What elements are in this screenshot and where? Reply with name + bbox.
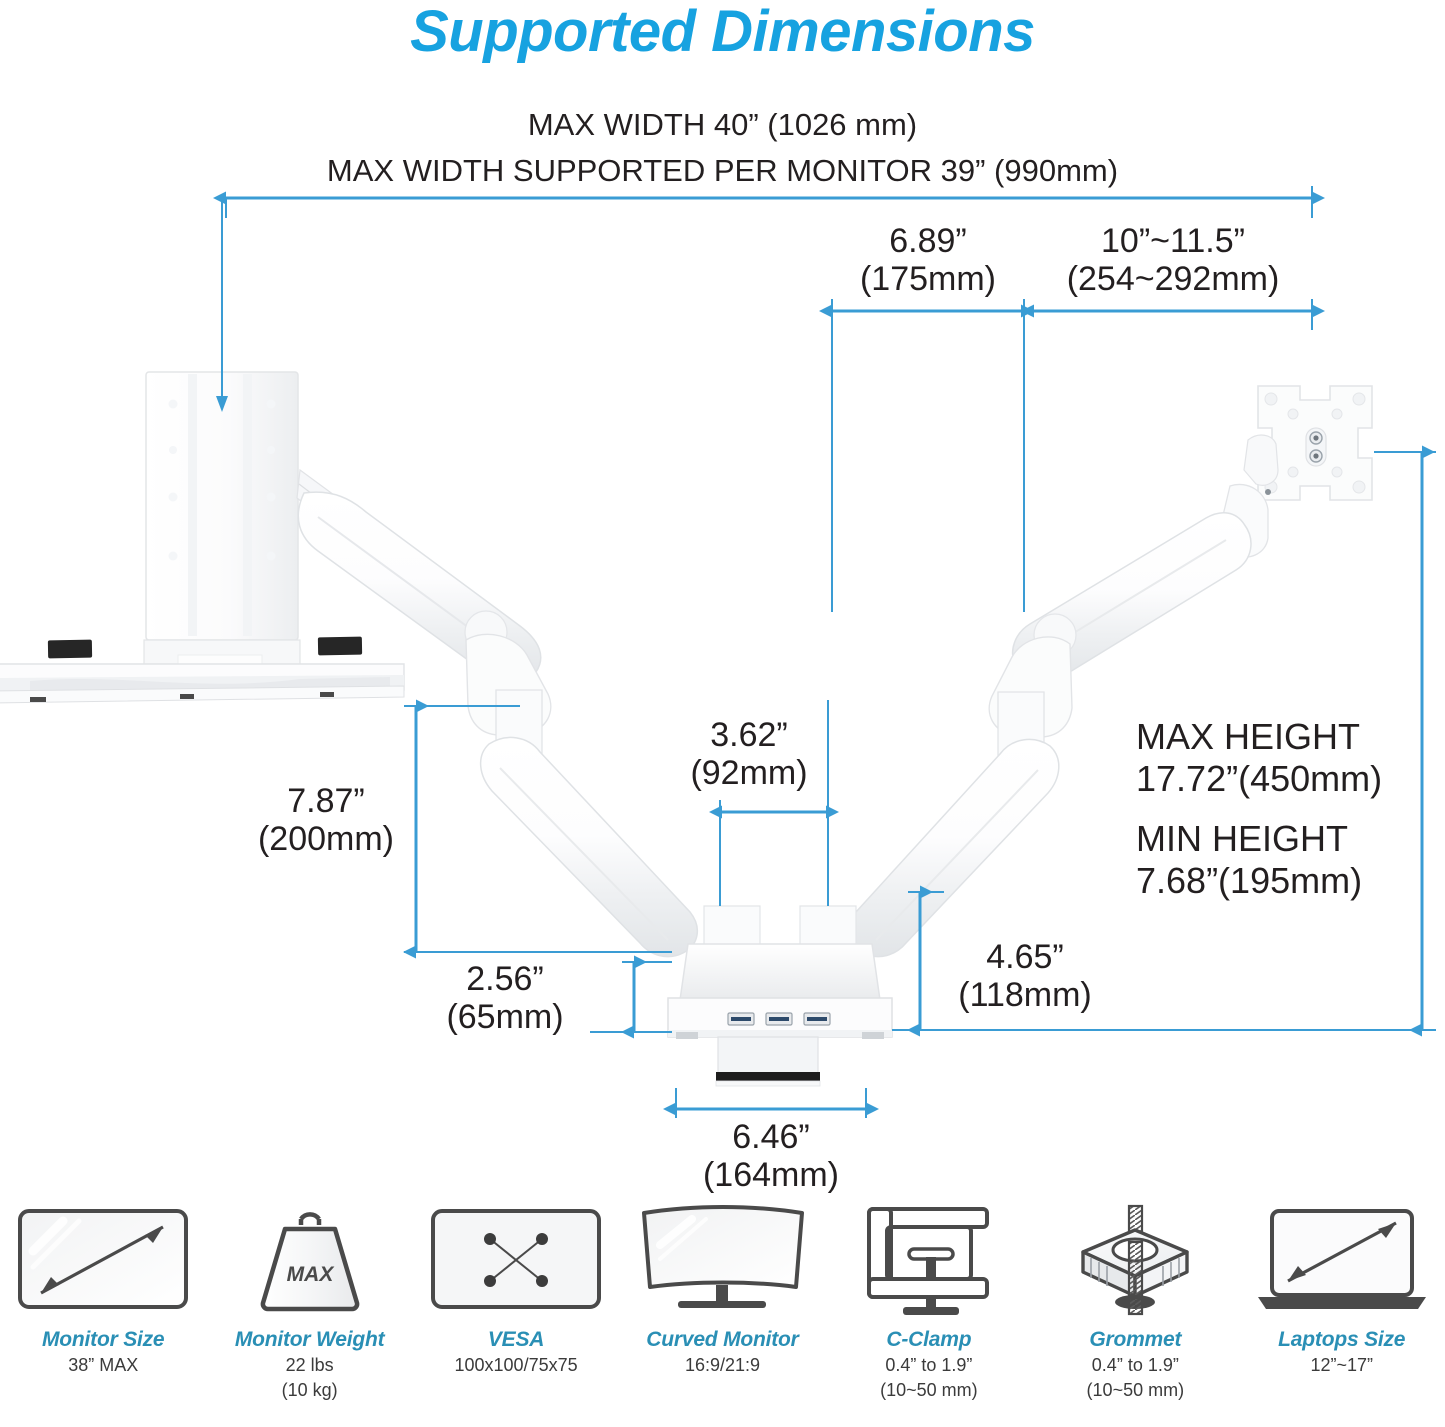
spec-vesa: VESA 100x100/75x75 (413, 1200, 619, 1380)
spec-name: C-Clamp (886, 1328, 972, 1351)
spec-c-clamp: C-Clamp 0.4” to 1.9” (10~50 mm) (826, 1200, 1032, 1402)
spec-value-line2: (10~50 mm) (880, 1379, 978, 1400)
dim-10-11-5 (1021, 299, 1325, 330)
spec-value-line1: 22 lbs (285, 1355, 334, 1375)
spec-name: Curved Monitor (646, 1328, 799, 1351)
svg-text:MAX: MAX (286, 1263, 335, 1286)
page-title: Supported Dimensions (410, 0, 1035, 64)
spec-name: Laptops Size (1278, 1328, 1406, 1351)
curved-monitor-icon (634, 1200, 810, 1318)
dim-7-87 (403, 699, 672, 959)
spec-value-line2: (10 kg) (281, 1379, 338, 1400)
dim-4-65 (892, 885, 944, 1037)
dim-label-7-87: 7.87” (200mm) (257, 782, 395, 859)
spec-monitor-size: Monitor Size 38” MAX (0, 1200, 206, 1380)
dim-2-56 (590, 955, 672, 1039)
laptop-tray-assembly (0, 371, 405, 704)
spec-row: Monitor Size 38” MAX MAX Monitor Weight … (0, 1200, 1445, 1427)
monitor-weight-icon: MAX (245, 1200, 375, 1318)
dim-label-10-11-5: 10”~11.5” (254~292mm) (1066, 222, 1280, 299)
spec-name: Monitor Size (41, 1328, 165, 1351)
spec-monitor-weight: MAX Monitor Weight 22 lbs (10 kg) (206, 1200, 412, 1402)
spec-name: Grommet (1089, 1328, 1182, 1351)
dim-6-46 (663, 1088, 879, 1118)
dim-label-6-46: 6.46” (164mm) (702, 1118, 840, 1195)
spec-curved-monitor: Curved Monitor 16:9/21:9 (619, 1200, 825, 1380)
laptops-size-icon (1254, 1200, 1430, 1318)
spec-value-line1: 38” MAX (68, 1355, 139, 1375)
spec-value-line1: 100x100/75x75 (454, 1355, 578, 1375)
spec-grommet: Grommet 0.4” to 1.9” (10~50 mm) (1032, 1200, 1238, 1402)
spec-value-line1: 12”~17” (1310, 1355, 1374, 1375)
vesa-icon (428, 1200, 604, 1318)
monitor-size-icon (15, 1200, 191, 1318)
dim-label-min-height: MIN HEIGHT 7.68”(195mm) (1136, 818, 1363, 901)
dim-label-2-56: 2.56” (65mm) (446, 960, 564, 1037)
left-arm (296, 468, 699, 958)
dim-label-max-height: MAX HEIGHT 17.72”(450mm) (1136, 716, 1383, 799)
max-width-per-monitor-label: MAX WIDTH SUPPORTED PER MONITOR 39” (990… (326, 153, 1119, 188)
c-clamp-icon (859, 1200, 999, 1318)
max-width-label: MAX WIDTH 40” (1026 mm) (527, 107, 918, 142)
spec-value-line1: 0.4” to 1.9” (885, 1355, 973, 1375)
dim-6-89 (819, 299, 1034, 612)
dim-label-4-65: 4.65” (118mm) (958, 938, 1092, 1015)
dim-label-3-62: 3.62” (92mm) (690, 716, 808, 793)
base-hub (667, 905, 893, 1087)
spec-name: Monitor Weight (234, 1328, 385, 1351)
dim-max-width (213, 186, 1325, 412)
spec-laptops-size: Laptops Size 12”~17” (1239, 1200, 1445, 1380)
spec-value-line1: 0.4” to 1.9” (1091, 1355, 1179, 1375)
spec-name: VESA (487, 1328, 545, 1351)
grommet-icon (1065, 1200, 1205, 1318)
dim-label-6-89: 6.89” (175mm) (859, 222, 997, 299)
spec-value-line2: (10~50 mm) (1086, 1379, 1185, 1400)
spec-value-line1: 16:9/21:9 (684, 1355, 761, 1375)
